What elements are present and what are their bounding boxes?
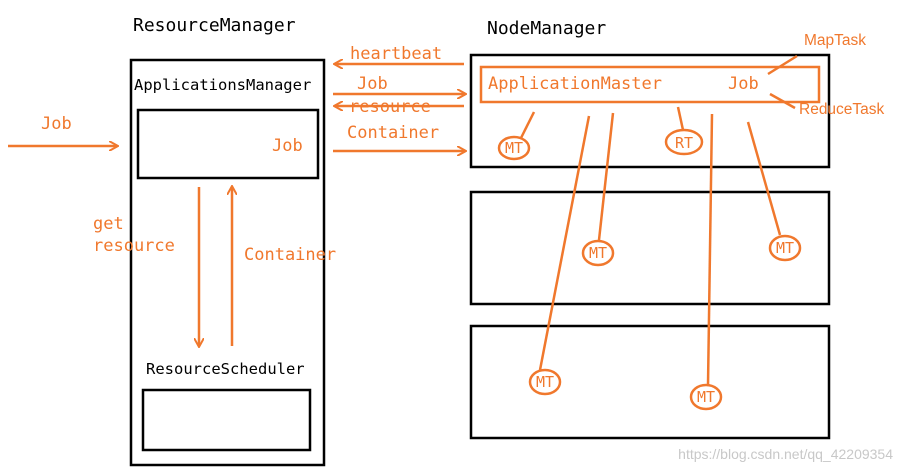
resource-manager-box — [129, 58, 326, 467]
am-connector-5 — [706, 113, 714, 386]
applications-manager-label: ApplicationsManager — [134, 76, 311, 94]
map-task-node-2: MT — [581, 239, 615, 267]
node-manager-box-1 — [469, 53, 831, 169]
watermark: https://blog.csdn.net/qq_42209354 — [678, 446, 893, 462]
incoming-job-label: Job — [41, 114, 72, 134]
node-manager-box-2 — [469, 190, 831, 306]
reduce-task-label: ReduceTask — [799, 101, 885, 118]
reduce-task-connector — [769, 92, 796, 110]
container-to-nm-label: Container — [347, 123, 439, 143]
map-task-node-1: MT — [497, 135, 531, 161]
am-connector-2 — [538, 115, 591, 371]
applications-manager-job: Job — [272, 136, 303, 156]
application-master-label: ApplicationMaster — [488, 74, 662, 94]
container-back-label: Container — [244, 245, 336, 265]
resource-scheduler-box — [141, 388, 312, 452]
node-manager-title: NodeManager — [487, 18, 606, 39]
map-task-node-5-label: MT — [697, 388, 715, 406]
am-connector-1 — [519, 111, 536, 139]
reduce-task-node: RT — [664, 128, 704, 156]
map-task-node-5: MT — [689, 383, 723, 411]
application-master-job: Job — [728, 74, 759, 94]
resource-label: resource — [349, 97, 431, 117]
job-to-nm-label: Job — [357, 74, 388, 94]
applications-manager-box — [136, 108, 320, 180]
node-manager-box-3 — [469, 324, 831, 440]
map-task-connector — [767, 54, 798, 76]
heartbeat-label: heartbeat — [350, 44, 442, 64]
get-resource-label: resource — [93, 236, 175, 256]
map-task-node-2-label: MT — [589, 244, 607, 262]
am-connector-4 — [676, 106, 685, 131]
get-label: get — [93, 214, 124, 234]
map-task-label: MapTask — [804, 32, 866, 49]
reduce-task-node-label: RT — [675, 134, 693, 152]
map-task-node-4-label: MT — [536, 373, 554, 391]
map-task-node-4: MT — [528, 368, 562, 396]
map-task-node-3-label: MT — [776, 239, 794, 257]
resource-scheduler-label: ResourceScheduler — [146, 360, 305, 378]
application-master-box — [479, 65, 821, 104]
map-task-node-3: MT — [768, 234, 802, 262]
am-connector-3 — [597, 112, 615, 241]
map-task-node-1-label: MT — [505, 139, 523, 157]
am-connector-6 — [746, 121, 782, 236]
resource-manager-title: ResourceManager — [133, 15, 296, 36]
